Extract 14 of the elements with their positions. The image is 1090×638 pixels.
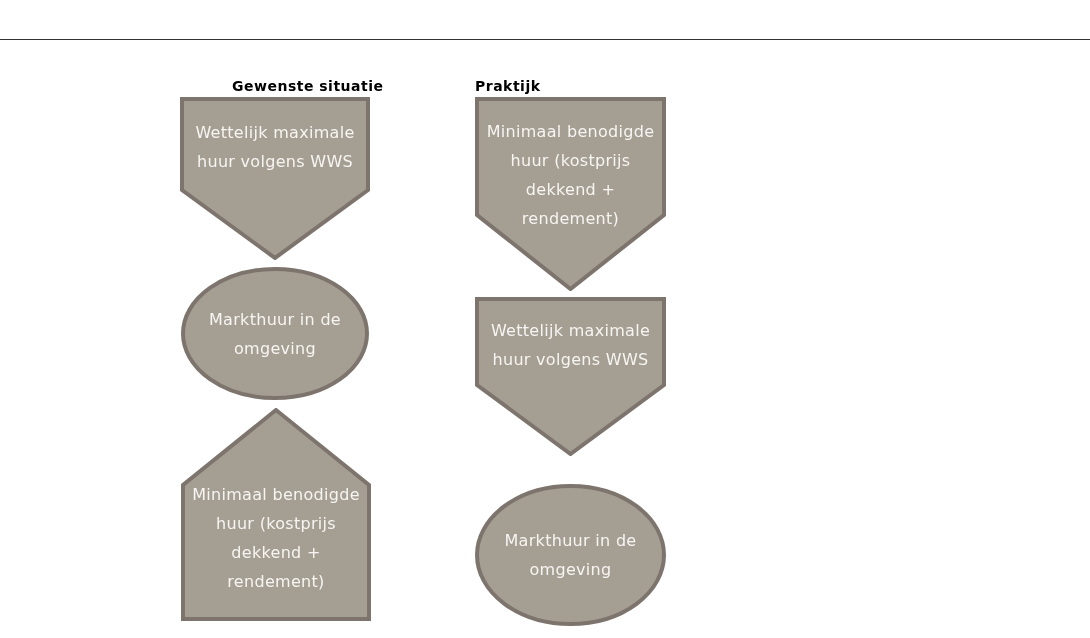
ellipse-shape bbox=[181, 267, 369, 400]
node-text: Minimaal benodigde huur (kostprijs dekkend + rendement) bbox=[485, 120, 656, 230]
node-text: Markthuur in de omgeving bbox=[208, 308, 342, 360]
node-text: Minimaal benodigde huur (kostprijs dekkend + rendement) bbox=[191, 484, 361, 593]
pentagon-arrow-down bbox=[475, 97, 666, 291]
pentagon-arrow-down bbox=[180, 97, 370, 260]
node-text: Markthuur in de omgeving bbox=[503, 530, 638, 581]
ellipse-shape bbox=[475, 484, 666, 626]
node-text: Wettelijk maximale huur volgens WWS bbox=[489, 319, 652, 371]
column-heading: Praktijk bbox=[475, 77, 541, 96]
pentagon-arrow-up bbox=[181, 408, 371, 621]
node-text: Wettelijk maximale huur volgens WWS bbox=[194, 122, 356, 173]
column-heading: Gewenste situatie bbox=[232, 77, 384, 96]
pentagon-arrow-down bbox=[475, 297, 666, 456]
